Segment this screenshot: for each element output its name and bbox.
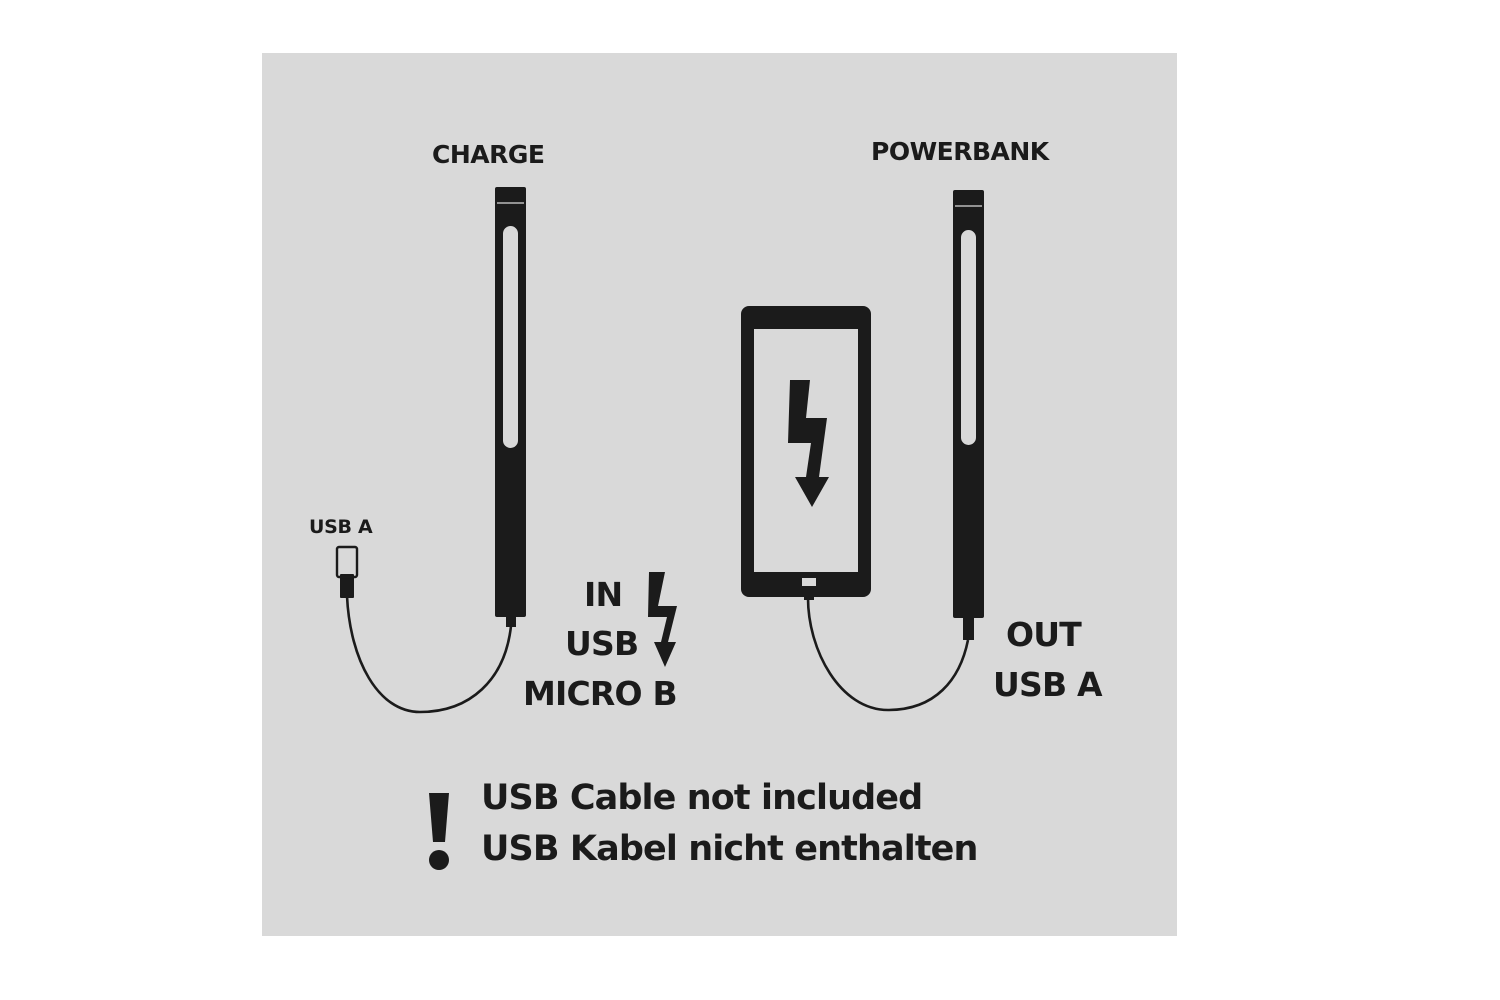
- input-label-micro-b: MICRO B: [523, 674, 678, 713]
- usb-cable: [806, 597, 970, 712]
- charge-title: CHARGE: [432, 140, 545, 169]
- powerbank-title: POWERBANK: [871, 137, 1049, 166]
- lamp-bar-icon: [953, 190, 984, 640]
- diagram-panel: [262, 53, 1177, 936]
- input-label-in: IN: [584, 575, 623, 614]
- usb-cable: [345, 595, 513, 714]
- output-label-usb-a: USB A: [993, 665, 1103, 704]
- exclamation-icon: [429, 793, 449, 870]
- input-label-usb: USB: [565, 624, 639, 663]
- usb-a-plug-icon: [335, 545, 359, 598]
- notice-line-english: USB Cable not included: [481, 778, 923, 818]
- smartphone-icon: [741, 306, 871, 600]
- lightning-arrow-icon: [648, 572, 677, 667]
- lightning-arrow-icon: [788, 380, 829, 507]
- notice-line-german: USB Kabel nicht enthalten: [481, 829, 978, 869]
- usb-a-cable-label: USB A: [309, 516, 373, 538]
- output-label-out: OUT: [1006, 615, 1082, 654]
- lamp-bar-icon: [495, 187, 526, 627]
